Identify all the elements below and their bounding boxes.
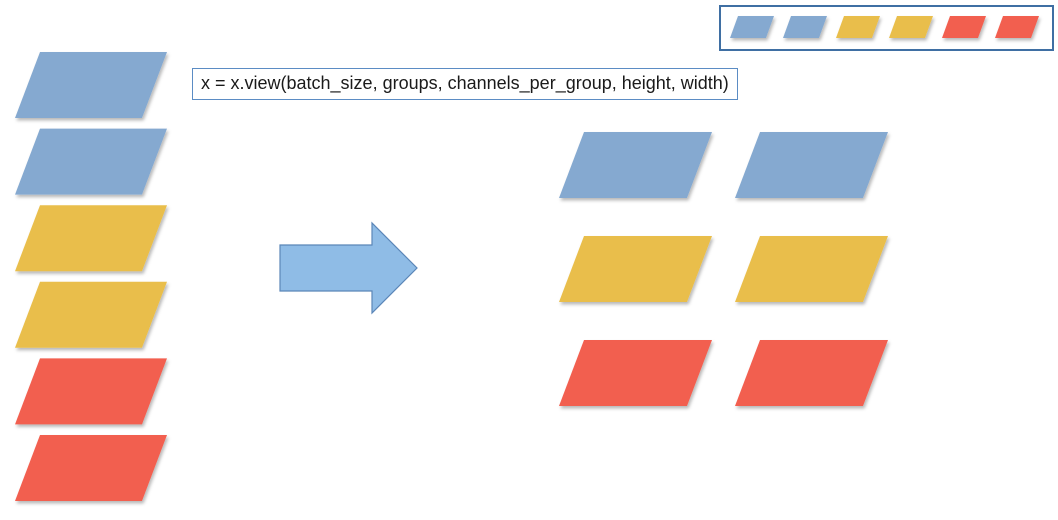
- input-channel-stack: [15, 52, 167, 501]
- legend-swatch-blue: [730, 16, 774, 38]
- legend-swatch-yellow: [836, 16, 880, 38]
- grouped-channel-red: [559, 340, 712, 406]
- input-channel-blue: [15, 128, 167, 195]
- right-arrow-icon: [279, 221, 418, 315]
- grouped-channel-red: [735, 340, 888, 406]
- input-channel-yellow: [15, 205, 167, 272]
- grouped-channel-yellow: [559, 236, 712, 302]
- legend-swatch-red: [942, 16, 986, 38]
- grouped-channel-yellow: [735, 236, 888, 302]
- input-channel-blue: [15, 52, 167, 118]
- legend-swatches: [730, 16, 1039, 38]
- grouped-channel-blue: [559, 132, 712, 198]
- grouped-channel-blue: [735, 132, 888, 198]
- grouped-channel-grid: [559, 132, 888, 406]
- legend-box: [719, 5, 1054, 51]
- legend-swatch-red: [995, 16, 1039, 38]
- legend-swatch-blue: [783, 16, 827, 38]
- input-channel-yellow: [15, 281, 167, 348]
- view-code-label: x = x.view(batch_size, groups, channels_…: [192, 68, 738, 100]
- input-channel-red: [15, 358, 167, 425]
- legend-swatch-yellow: [889, 16, 933, 38]
- input-channel-red: [15, 435, 167, 501]
